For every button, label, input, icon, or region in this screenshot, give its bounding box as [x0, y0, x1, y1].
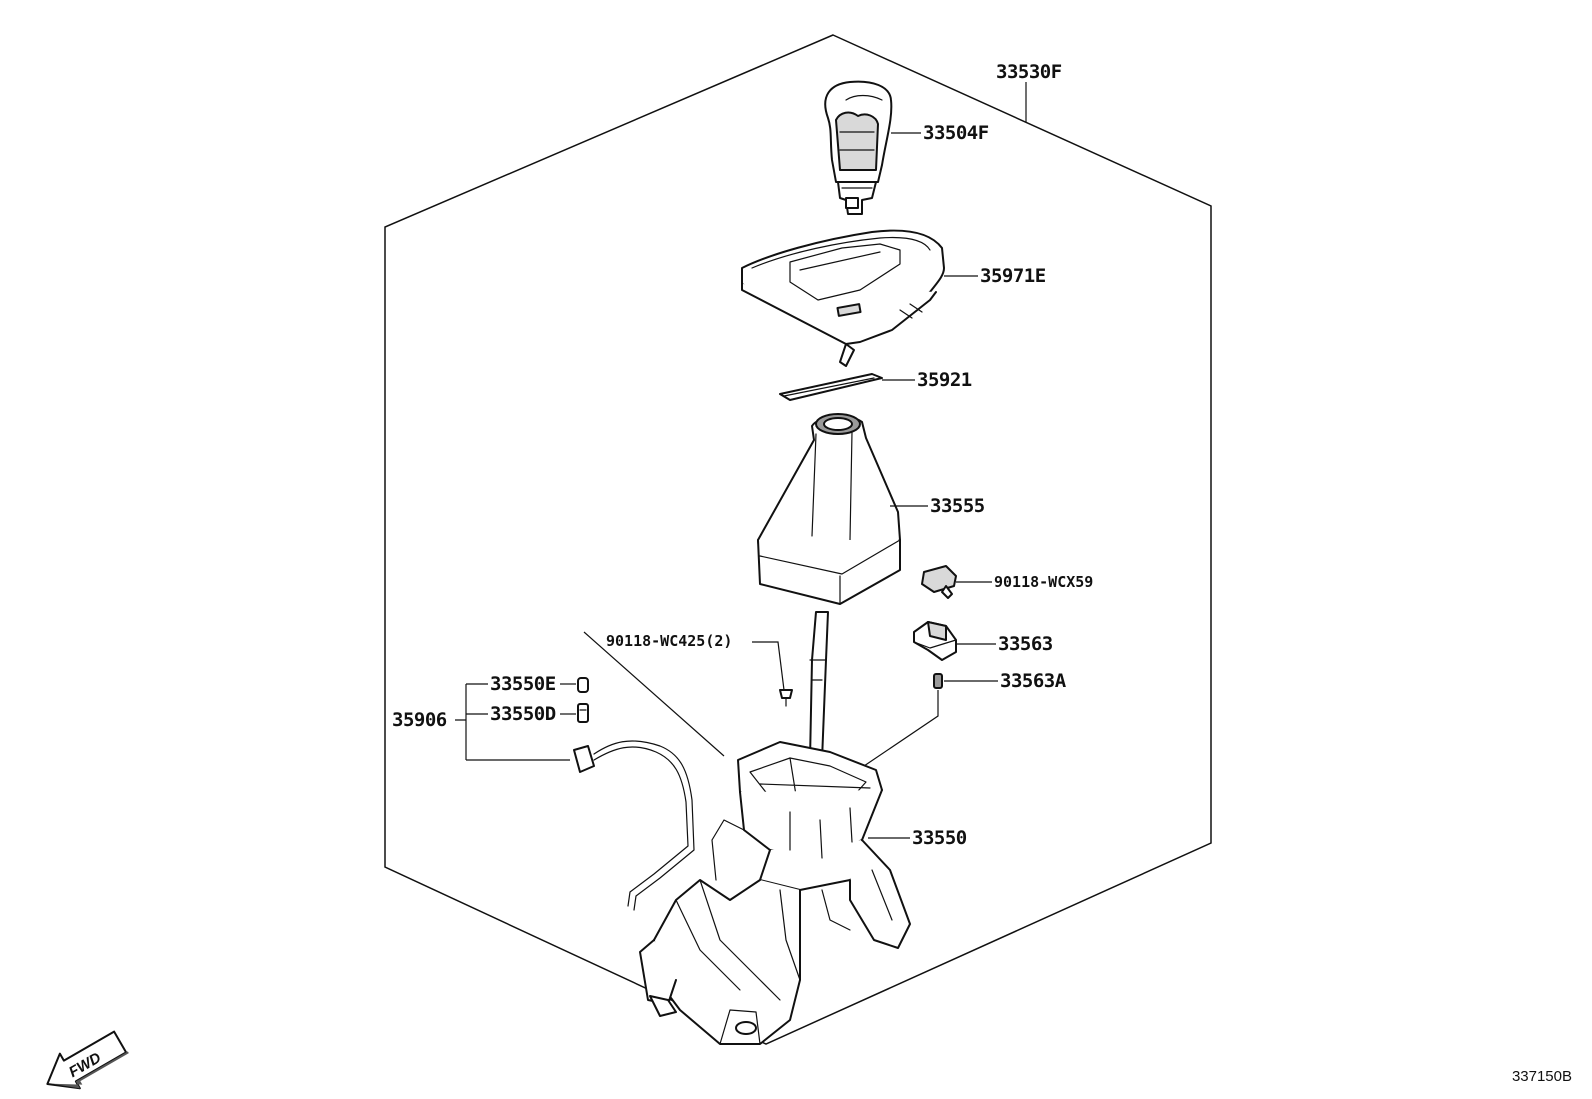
leader-screw-to-shifter: [583, 631, 725, 757]
bulb-socket[interactable]: [933, 673, 943, 689]
assembly-boundary: [384, 34, 1212, 1045]
callout-90118-WCX59: 90118-WCX59: [994, 573, 1093, 591]
callout-33550: 33550: [912, 827, 967, 849]
diagram-id: 337150B: [1511, 1068, 1572, 1085]
lock-switch[interactable]: [913, 621, 957, 661]
callout-90118-WC425: 90118-WC425(2): [606, 632, 732, 650]
shift-knob[interactable]: [824, 80, 893, 215]
forward-arrow-icon: FWD: [46, 1030, 129, 1090]
callout-33550D: 33550D: [490, 703, 556, 725]
callout-33530F: 33530F: [996, 61, 1062, 83]
indicator-plate[interactable]: [779, 373, 883, 401]
callout-33563: 33563: [998, 633, 1053, 655]
callout-33504F: 33504F: [923, 122, 989, 144]
callout-35921: 35921: [917, 369, 972, 391]
callout-35906: 35906: [392, 709, 447, 731]
screw[interactable]: [779, 689, 793, 707]
leader-screw: [752, 641, 785, 691]
callout-33550E: 33550E: [490, 673, 556, 695]
shifter-assembly[interactable]: [639, 611, 911, 1045]
wire-harness[interactable]: [573, 740, 695, 911]
bulb-d[interactable]: [577, 703, 589, 723]
bracket-35906: [455, 683, 570, 761]
clip[interactable]: [921, 565, 957, 599]
callout-35971E: 35971E: [980, 265, 1046, 287]
bulb-e[interactable]: [577, 677, 589, 693]
callout-33555: 33555: [930, 495, 985, 517]
shift-boot[interactable]: [757, 413, 901, 605]
leader-socket-to-shifter: [863, 690, 939, 767]
callout-33563A: 33563A: [1000, 670, 1067, 692]
shift-bezel[interactable]: [741, 229, 945, 367]
